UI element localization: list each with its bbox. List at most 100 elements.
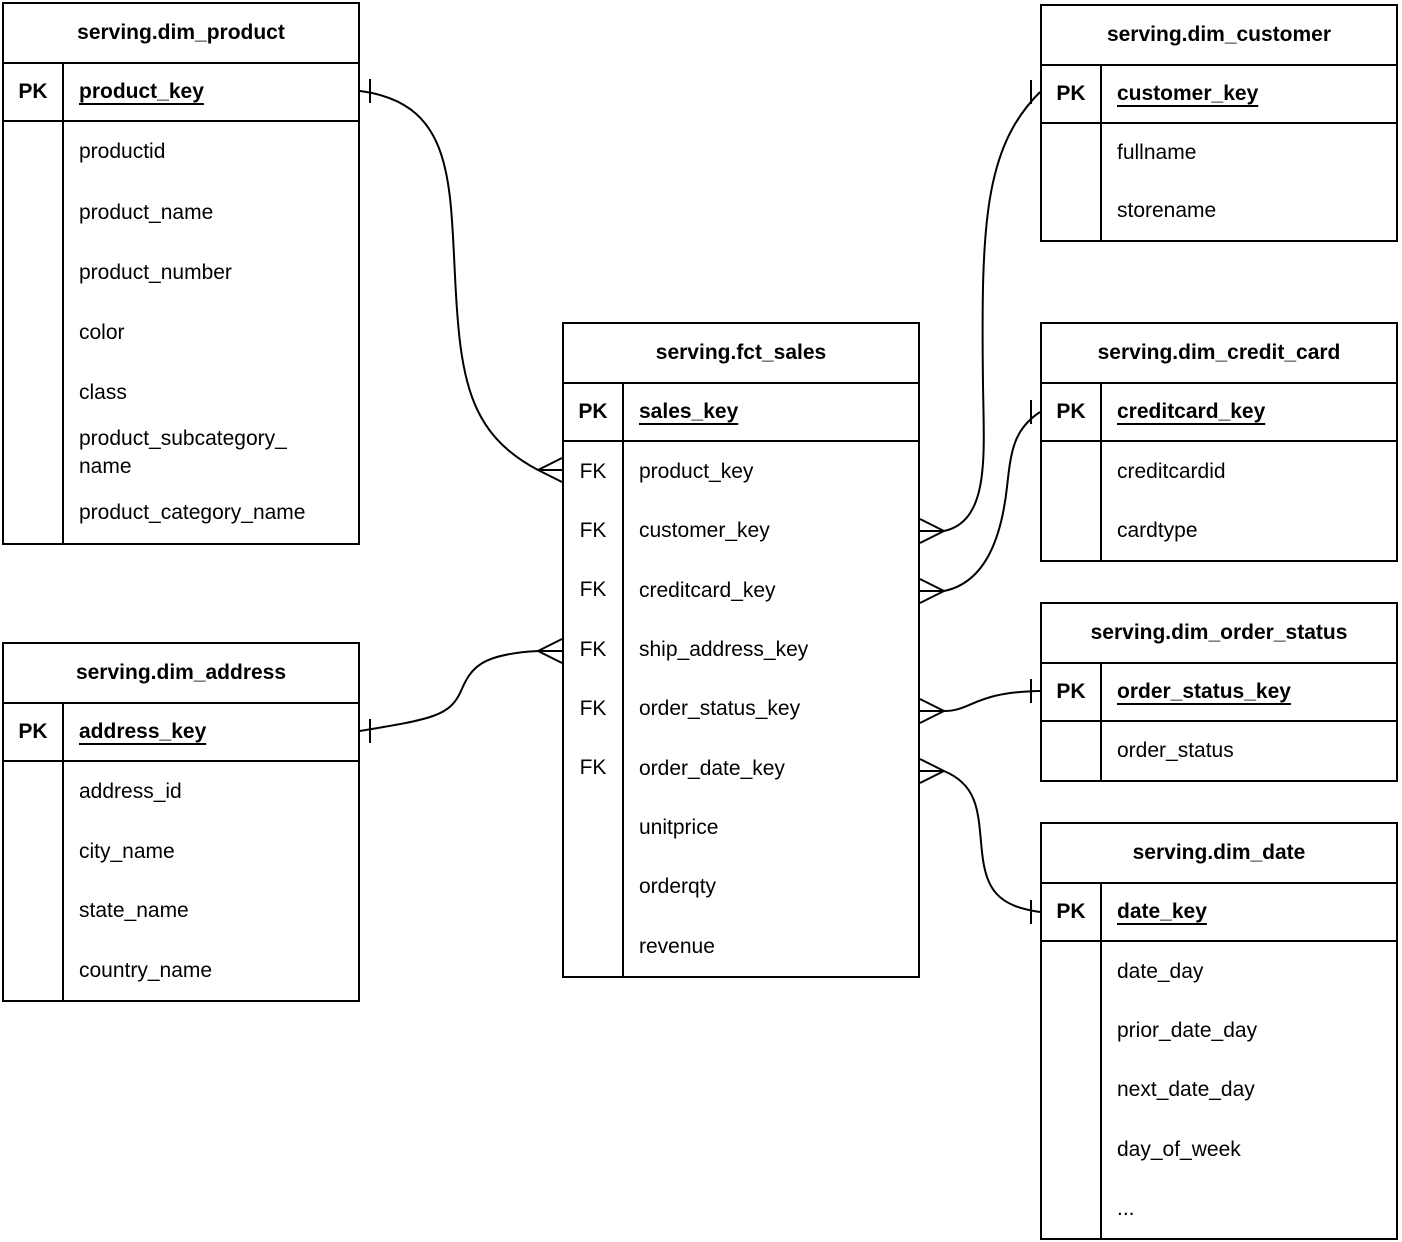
field-name: order_status_key — [639, 697, 801, 721]
relationship-fct-sales-to-dim-date — [919, 758, 1041, 924]
field-name: order_status — [1117, 739, 1234, 763]
field-name: product_number — [79, 260, 232, 284]
table-row: orderqty — [564, 857, 918, 917]
field-name: class — [79, 380, 127, 404]
table-row: storename — [1042, 182, 1396, 240]
table-row: unitprice — [564, 797, 918, 858]
relationship-fct-sales-to-dim-customer — [919, 80, 1041, 544]
table-row: fullname — [1042, 124, 1396, 182]
table-row: order_status — [1042, 722, 1396, 780]
key-cell-empty — [1042, 124, 1102, 182]
field-name: unitprice — [639, 815, 719, 839]
pk-badge: PK — [564, 384, 624, 440]
relationship-line — [943, 690, 1041, 712]
field-name: ship_address_key — [639, 638, 809, 661]
fk-badge: FK — [564, 501, 624, 561]
key-cell-empty — [4, 881, 64, 941]
field-name: country_name — [79, 958, 213, 982]
table-row: FK product_key — [564, 442, 918, 502]
pk-badge: PK — [1042, 66, 1102, 122]
field-name: revenue — [639, 934, 715, 958]
table-row: creditcardid — [1042, 442, 1396, 501]
field-name: state_name — [79, 899, 189, 923]
field-name: color — [79, 320, 125, 344]
field-name: product_key — [639, 460, 754, 484]
pk-row: PK order_status_key — [1042, 664, 1396, 722]
field-name: day_of_week — [1117, 1137, 1241, 1161]
table-row: product_number — [4, 242, 358, 303]
pk-badge: PK — [1042, 884, 1102, 940]
pk-field-name: date_key — [1117, 900, 1207, 924]
fk-badge: FK — [564, 442, 624, 502]
cardinality-many-crowfoot — [919, 578, 945, 592]
pk-field-name: creditcard_key — [1117, 400, 1266, 424]
table-row: address_id — [4, 762, 358, 822]
pk-field-name: customer_key — [1117, 82, 1259, 106]
key-cell-empty — [4, 302, 64, 363]
key-cell-empty — [564, 857, 624, 917]
field-name: product_subcategory_ name — [79, 427, 287, 478]
key-cell-empty — [4, 362, 64, 423]
pk-field-name: order_status_key — [1117, 680, 1291, 704]
table-row: product_category_name — [4, 482, 358, 543]
field-name: cardtype — [1117, 518, 1198, 542]
table-row: revenue — [564, 916, 918, 976]
field-name: product_name — [79, 200, 214, 224]
key-cell-empty — [1042, 1119, 1102, 1179]
key-cell-empty — [1042, 1060, 1102, 1120]
field-name: storename — [1117, 199, 1217, 223]
field-name: ... — [1117, 1196, 1135, 1220]
cardinality-many-crowfoot — [919, 530, 945, 544]
table-title: serving.fct_sales — [564, 324, 918, 384]
key-cell-empty — [1042, 442, 1102, 501]
pk-row: PK sales_key — [564, 384, 918, 442]
table-title: serving.dim_customer — [1042, 6, 1396, 66]
key-cell-empty — [1042, 1001, 1102, 1061]
relationship-line — [943, 411, 1041, 592]
table-row: city_name — [4, 821, 358, 881]
table-title: serving.dim_credit_card — [1042, 324, 1396, 384]
table-row: cardtype — [1042, 501, 1396, 560]
relationship-dim-address-to-fct-sales — [359, 638, 563, 743]
field-name: creditcardid — [1117, 459, 1226, 483]
table-title: serving.dim_date — [1042, 824, 1396, 884]
field-name: date_day — [1117, 959, 1204, 983]
table-row: class — [4, 362, 358, 423]
key-cell-empty — [1042, 182, 1102, 240]
key-cell-empty — [564, 797, 624, 858]
relationship-dim-product-to-fct-sales — [359, 79, 563, 483]
table-row: ... — [1042, 1178, 1396, 1239]
pk-badge: PK — [1042, 664, 1102, 720]
field-name: address_id — [79, 780, 182, 804]
field-name: city_name — [79, 839, 175, 863]
pk-row: PK date_key — [1042, 884, 1396, 942]
key-cell-empty — [4, 482, 64, 543]
pk-field-name: sales_key — [639, 400, 739, 424]
cardinality-many-crowfoot — [537, 650, 563, 664]
key-cell-empty — [1042, 722, 1102, 780]
field-name: prior_date_day — [1117, 1019, 1258, 1043]
table-row: country_name — [4, 940, 358, 1000]
fk-badge: FK — [564, 679, 624, 739]
key-cell-empty — [4, 821, 64, 881]
table-row: day_of_week — [1042, 1119, 1396, 1179]
cardinality-many-crowfoot — [919, 590, 945, 604]
cardinality-many-crowfoot — [919, 710, 945, 724]
key-cell-empty — [1042, 501, 1102, 560]
key-cell-empty — [1042, 942, 1102, 1002]
cardinality-many-crowfoot — [537, 457, 563, 471]
cardinality-many-crowfoot — [537, 469, 563, 483]
table-title: serving.dim_order_status — [1042, 604, 1396, 664]
cardinality-many-crowfoot — [919, 758, 945, 772]
